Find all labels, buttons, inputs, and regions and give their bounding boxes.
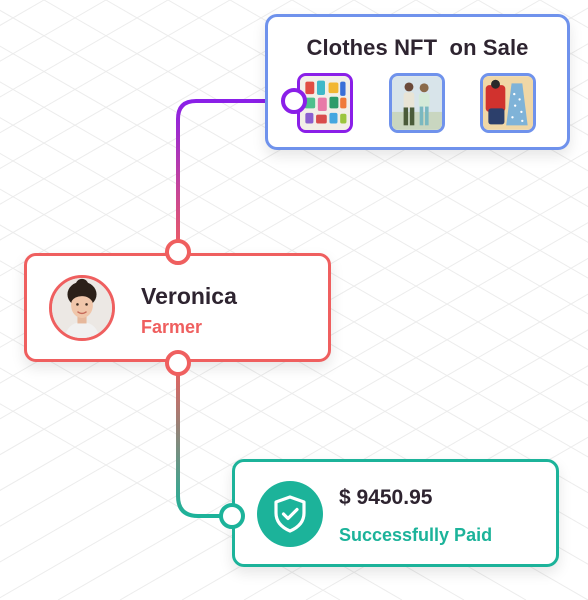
avatar	[49, 275, 115, 341]
person-card[interactable]: Veronica Farmer	[24, 253, 331, 362]
clothes-flatlay-image	[300, 76, 350, 130]
nft-sale-card[interactable]: Clothes NFT on Sale	[265, 14, 570, 150]
person-role: Farmer	[141, 317, 203, 337]
nft-thumbnail-couple-outfit[interactable]	[389, 73, 445, 133]
nft-card-title: Clothes NFT on Sale	[306, 35, 529, 60]
payment-amount: $ 9450.95	[339, 486, 433, 509]
shield-check-icon	[257, 481, 323, 547]
red-jacket-dress-image	[483, 76, 533, 130]
connector-nft-to-person	[176, 99, 294, 252]
nft-thumbnail-red-jacket-dress[interactable]	[480, 73, 536, 133]
nft-thumbnail-clothes-flatlay[interactable]	[297, 73, 353, 133]
person-name: Veronica	[141, 283, 237, 309]
payment-status: Successfully Paid	[339, 525, 493, 545]
couple-outfit-image	[392, 76, 442, 130]
payment-card[interactable]: $ 9450.95 Successfully Paid	[232, 459, 559, 567]
woman-portrait-image	[52, 278, 112, 338]
connector-person-to-payment	[176, 363, 232, 518]
